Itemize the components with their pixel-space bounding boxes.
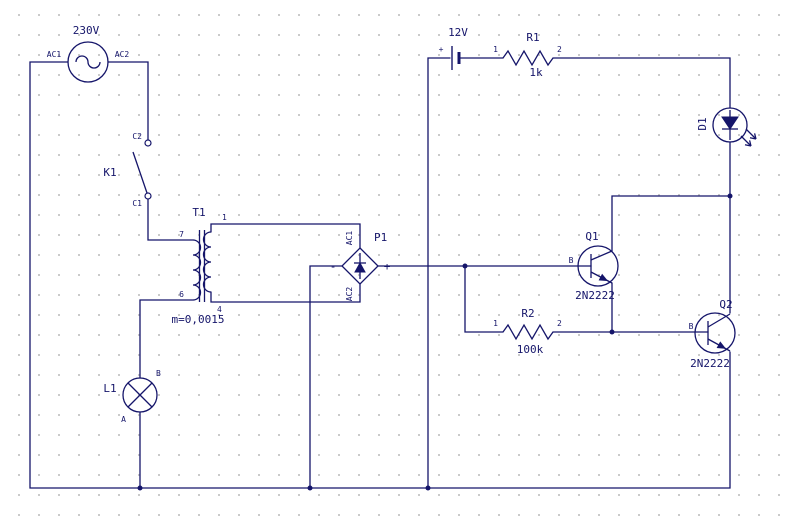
junction-dots bbox=[137, 193, 733, 491]
wire-segment[interactable] bbox=[611, 195, 731, 252]
resistor-r2-value: 100k bbox=[517, 343, 544, 356]
lamp-ref: L1 bbox=[103, 382, 116, 395]
lamp-symbol[interactable]: L1 B A bbox=[103, 369, 161, 424]
switch-pin-c2: C2 bbox=[132, 132, 142, 141]
wire-segment[interactable] bbox=[139, 299, 194, 379]
transistor-q2-symbol[interactable]: Q2 2N2222 B bbox=[689, 298, 736, 370]
wire-segment[interactable] bbox=[309, 265, 343, 489]
transformer-pin-6: 6 bbox=[179, 290, 184, 299]
ac-source-pin-ac1: AC1 bbox=[47, 50, 62, 59]
bridge-ref: P1 bbox=[374, 231, 387, 244]
bridge-pin-ac2: AC2 bbox=[345, 287, 354, 302]
switch-contact-bottom bbox=[144, 192, 152, 200]
wire-segment[interactable] bbox=[29, 61, 731, 489]
sine-wave-icon bbox=[75, 55, 101, 69]
lamp-pin-a: A bbox=[121, 415, 126, 424]
resistor-r2-pin-1: 1 bbox=[493, 319, 498, 328]
transformer-pin-4: 4 bbox=[217, 305, 222, 314]
wire-segment[interactable] bbox=[210, 223, 361, 249]
transformer-core bbox=[198, 230, 206, 302]
transistor-collector-line bbox=[707, 313, 731, 328]
ac-source-value: 230V bbox=[73, 24, 100, 37]
ac-source-pin-ac2: AC2 bbox=[115, 50, 130, 59]
resistor-zigzag bbox=[502, 323, 554, 341]
wires[interactable] bbox=[29, 57, 731, 489]
resistor-r1-symbol[interactable]: R1 1k 1 2 bbox=[493, 31, 562, 79]
transformer-pin-1: 1 bbox=[222, 213, 227, 222]
transformer-symbol[interactable]: T1 m=0,0015 7 1 6 4 bbox=[172, 206, 227, 326]
led-emission-arrow bbox=[745, 128, 757, 140]
transistor-q1-pin-b: B bbox=[569, 256, 574, 265]
transistor-emitter-arrow bbox=[598, 273, 609, 282]
junction-dot bbox=[609, 329, 615, 335]
resistor-r1-pin-2: 2 bbox=[557, 45, 562, 54]
wire-segment[interactable] bbox=[552, 57, 731, 109]
wire-segment[interactable] bbox=[210, 283, 361, 303]
resistor-r1-value: 1k bbox=[529, 66, 543, 79]
switch-ref: K1 bbox=[103, 166, 116, 179]
transistor-collector-line bbox=[590, 250, 613, 261]
junction-dot bbox=[307, 485, 313, 491]
switch-contact-top bbox=[144, 139, 152, 147]
wire-segment[interactable] bbox=[147, 198, 194, 241]
switch-pin-c1: C1 bbox=[132, 199, 142, 208]
bridge-pin-ac1: AC1 bbox=[345, 231, 354, 246]
lamp-circle bbox=[122, 377, 158, 413]
bridge-pin-plus: + bbox=[384, 260, 391, 273]
bridge-pin-minus: - bbox=[330, 260, 337, 273]
wire-segment[interactable] bbox=[464, 265, 504, 333]
lamp-cross-icon bbox=[127, 382, 153, 408]
switch-blade bbox=[132, 151, 148, 194]
led-triangle bbox=[721, 116, 739, 130]
resistor-zigzag bbox=[502, 49, 554, 67]
led-circle bbox=[712, 107, 748, 143]
transistor-q1-ref: Q1 bbox=[585, 230, 598, 243]
transistor-q1-symbol[interactable]: Q1 2N2222 B bbox=[569, 230, 619, 302]
transformer-ratio: m=0,0015 bbox=[172, 313, 225, 326]
transistor-q2-ref: Q2 bbox=[719, 298, 732, 311]
junction-dot bbox=[462, 263, 468, 269]
led-ref: D1 bbox=[696, 117, 709, 130]
battery-value: 12V bbox=[448, 26, 468, 39]
resistor-r2-symbol[interactable]: R2 100k 1 2 bbox=[493, 307, 562, 356]
transistor-circle bbox=[694, 312, 736, 354]
led-emission-arrow bbox=[740, 135, 752, 147]
resistor-r2-ref: R2 bbox=[521, 307, 534, 320]
battery-symbol[interactable]: 12V + bbox=[439, 26, 469, 70]
transformer-ref: T1 bbox=[192, 206, 205, 219]
transistor-circle bbox=[577, 245, 619, 287]
bridge-rectifier-symbol[interactable]: P1 AC1 AC2 - + bbox=[330, 231, 391, 302]
wire-segment[interactable] bbox=[427, 57, 451, 489]
transistor-q2-pin-b: B bbox=[689, 322, 694, 331]
ac-source-symbol[interactable]: 230V AC1 AC2 bbox=[47, 24, 130, 83]
resistor-r1-ref: R1 bbox=[526, 31, 539, 44]
junction-dot bbox=[425, 485, 431, 491]
resistor-r1-pin-1: 1 bbox=[493, 45, 498, 54]
lamp-pin-b: B bbox=[156, 369, 161, 378]
transistor-q1-value: 2N2222 bbox=[575, 289, 615, 302]
resistor-r2-pin-2: 2 bbox=[557, 319, 562, 328]
ac-source-circle bbox=[67, 41, 109, 83]
transistor-q2-value: 2N2222 bbox=[690, 357, 730, 370]
transformer-pin-7: 7 bbox=[179, 230, 184, 239]
wire-segment[interactable] bbox=[107, 61, 149, 141]
bridge-diamond bbox=[341, 247, 379, 285]
bridge-diode-triangle bbox=[354, 261, 366, 273]
battery-plus-mark: + bbox=[439, 45, 444, 54]
switch-symbol[interactable]: K1 C2 C1 bbox=[103, 132, 152, 208]
led-symbol[interactable]: D1 bbox=[696, 107, 757, 147]
transistor-emitter-arrow bbox=[716, 341, 727, 349]
junction-dot bbox=[137, 485, 143, 491]
junction-dot bbox=[727, 193, 733, 199]
